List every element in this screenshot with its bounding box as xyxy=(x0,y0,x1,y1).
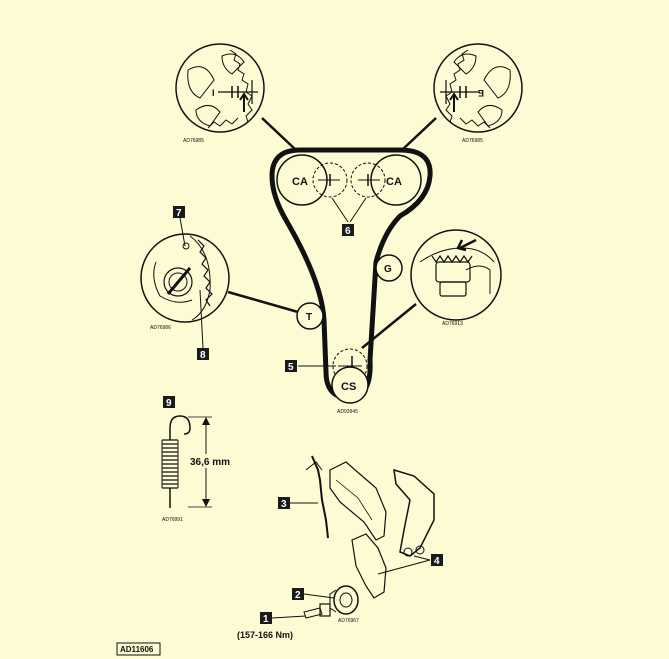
guide-pulley: G xyxy=(375,254,403,282)
svg-text:8: 8 xyxy=(200,350,206,361)
callout-8: 8 xyxy=(197,348,209,361)
figure-id-label: AD11606 xyxy=(120,645,154,654)
spring-detail-view: 9 36,6 mm AD76991 xyxy=(161,396,236,523)
callout-5: 5 xyxy=(285,360,297,373)
cam-left-intake-mark: I xyxy=(212,88,215,98)
svg-text:7: 7 xyxy=(176,208,182,219)
spring-detail-code: AD76991 xyxy=(162,517,183,523)
pump-detail-code: AD76913 xyxy=(442,321,463,327)
callout-1: 1 xyxy=(260,612,272,625)
camshaft-sprocket-right: CA xyxy=(370,154,422,206)
cam-right-leader-line xyxy=(401,117,437,151)
svg-text:9: 9 xyxy=(166,398,172,409)
water-pump-detail-view: AD76913 xyxy=(361,229,502,349)
svg-text:4: 4 xyxy=(434,556,440,567)
camshaft-right-label: CA xyxy=(386,176,402,188)
callout-9: 9 xyxy=(163,396,175,409)
belt-layout-code: AD93945 xyxy=(337,409,358,415)
svg-text:2: 2 xyxy=(295,590,301,601)
pump-leader-line xyxy=(361,303,417,349)
crankshaft-label: CS xyxy=(341,381,356,393)
camshaft-left-label: CA xyxy=(292,176,308,188)
cam-right-detail-view: E AD76985 xyxy=(401,43,523,151)
callout-4: 4 xyxy=(431,554,443,567)
cam-right-exhaust-mark: E xyxy=(478,88,484,98)
cam-left-leader-line xyxy=(261,117,297,151)
svg-text:1: 1 xyxy=(263,614,269,625)
tensioner-leader-line xyxy=(227,290,299,314)
cam-right-timing-circle xyxy=(350,162,386,198)
cam-left-detail-view: I AD76985 xyxy=(175,43,297,151)
tensioner-detail-code: AD76986 xyxy=(150,325,171,331)
torque-spec-label: (157-166 Nm) xyxy=(237,630,293,640)
figure-id-box: AD11606 xyxy=(116,642,161,656)
tensioner-detail-view: AD76986 xyxy=(140,233,299,331)
spring-length-label: 36,6 mm xyxy=(190,457,230,468)
tensioner-pulley: T xyxy=(296,302,324,330)
callout-7: 7 xyxy=(173,206,185,219)
cam-right-detail-code: AD76985 xyxy=(462,138,483,144)
callout-6: 6 xyxy=(342,224,354,237)
svg-text:5: 5 xyxy=(288,362,294,373)
crankshaft-sprocket: CS xyxy=(331,348,369,404)
guide-pulley-label: G xyxy=(384,264,392,275)
svg-text:6: 6 xyxy=(345,226,351,237)
callout-2: 2 xyxy=(292,588,304,601)
callout-3: 3 xyxy=(278,497,290,510)
cam-left-timing-circle xyxy=(312,162,348,198)
parts-exploded-view: AD76967 xyxy=(303,455,435,624)
svg-text:3: 3 xyxy=(281,499,287,510)
tensioner-pulley-label: T xyxy=(306,312,312,323)
parts-detail-code: AD76967 xyxy=(338,618,359,624)
cam-left-detail-code: AD76985 xyxy=(183,138,204,144)
